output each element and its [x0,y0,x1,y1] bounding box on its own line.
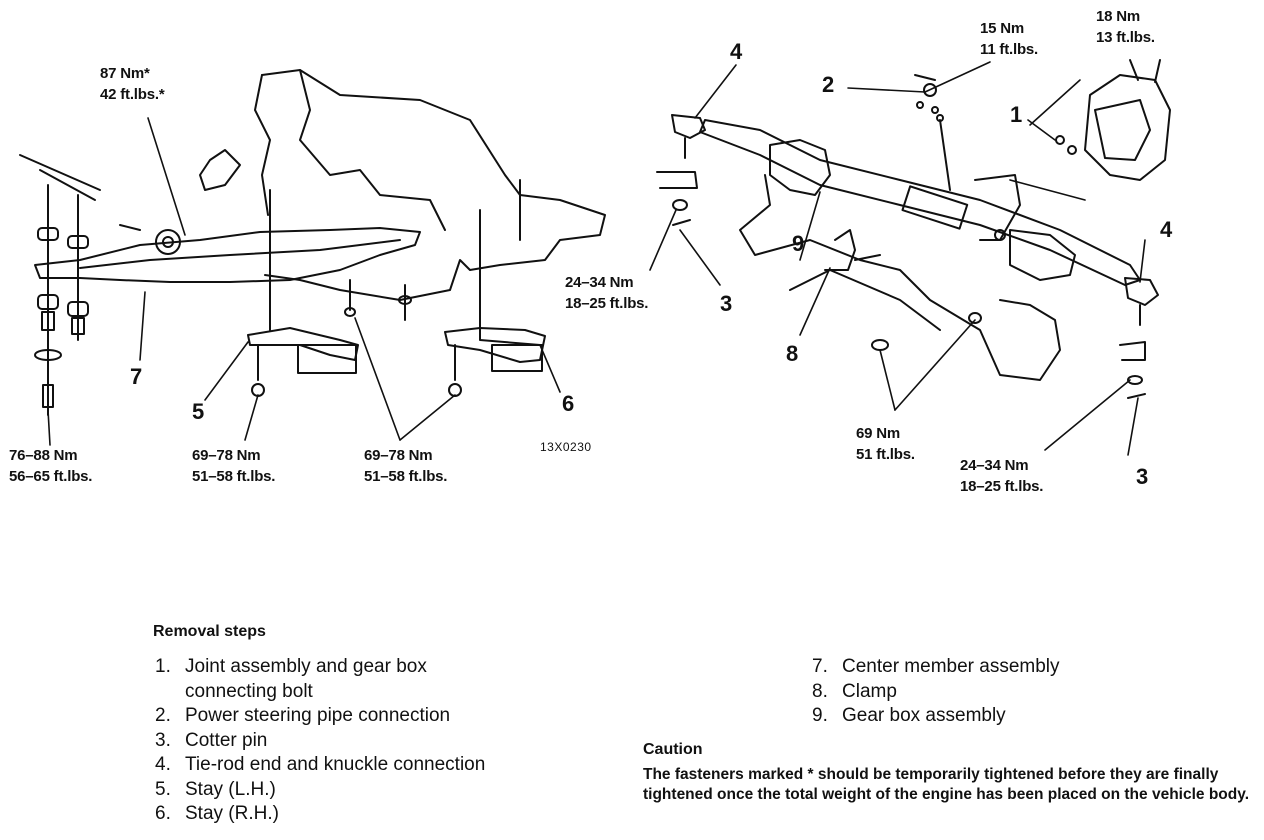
step-item: 5. Stay (L.H.) [155,778,485,803]
clamp [824,229,982,351]
step-text: Power steering pipe connection [185,705,451,726]
figure-code: 13X0230 [540,440,592,454]
torque-nm: 76–88 Nm [9,447,78,464]
center-member-assembly [34,224,421,283]
callout-6: 6 [562,391,575,416]
joint-assembly [1055,59,1171,181]
pipe-connection [914,74,951,191]
torque-nm: 15 Nm [980,20,1025,37]
callout-4-right: 4 [1160,217,1173,242]
step-text: Tie-rod end and knuckle connection [185,754,486,775]
step-text: Joint assembly and gear box connecting b… [185,655,427,704]
step-number: 5. [155,778,171,800]
step-text: Stay (L.H.) [185,778,276,800]
torque-ftlbs: 42 ft.lbs.* [100,86,165,103]
torque-ftlbs: 11 ft.lbs. [980,41,1039,58]
step-item: 3. Cotter pin [155,729,485,754]
callout-1: 1 [1010,102,1023,127]
step-text-line: connecting bolt [185,680,313,702]
torque-nm: 69 Nm [856,425,901,442]
step-number: 3. [155,729,171,751]
exploded-view-drawing [19,59,1171,456]
step-number: 8. [812,680,828,702]
step-text: Cotter pin [185,729,268,751]
torque-nm: 69–78 Nm [192,447,261,464]
tie-rod-end-right [1119,277,1159,399]
stay-left [247,327,359,397]
step-item: 9. Gear box assembly [812,704,1060,729]
torque-ftlbs: 51 ft.lbs. [856,446,915,463]
step-item: 6. Stay (R.H.) [155,802,485,827]
torque-nm: 24–34 Nm [960,457,1029,474]
step-number: 9. [812,705,828,726]
callout-3-right: 3 [1136,464,1149,489]
step-item: 7. Center member assembly [812,655,1060,680]
step-item: 8. Clamp [812,680,1060,705]
callout-8: 8 [786,341,799,366]
torque-label-69nm-clamp: 69 Nm 51 ft.lbs. [856,423,915,465]
gear-box-assembly [699,119,1141,286]
stay-right [444,327,546,397]
step-number: 4. [155,754,171,775]
torque-label-69nm-stay-left: 69–78 Nm 51–58 ft.lbs. [192,445,275,487]
vehicle-body-outline [199,69,606,346]
torque-label-87nm: 87 Nm* 42 ft.lbs.* [100,63,165,105]
step-item: 2. Power steering pipe connection [155,704,485,729]
leader-lines-left [47,117,561,446]
torque-ftlbs: 13 ft.lbs. [1096,29,1155,46]
callout-7: 7 [130,364,143,389]
torque-nm: 24–34 Nm [565,274,634,291]
removal-steps-title: Removal steps [153,623,266,640]
torque-ftlbs: 51–58 ft.lbs. [364,468,448,485]
torque-ftlbs: 18–25 ft.lbs. [565,295,649,312]
torque-label-24nm-left: 24–34 Nm 18–25 ft.lbs. [565,272,648,314]
torque-nm: 18 Nm [1096,8,1141,25]
torque-label-24nm-right: 24–34 Nm 18–25 ft.lbs. [960,455,1043,497]
callout-4-left: 4 [730,39,743,64]
torque-ftlbs: 18–25 ft.lbs. [960,478,1044,495]
callout-2: 2 [822,72,835,97]
step-text: Center member assembly [842,656,1060,677]
torque-nm: 69–78 Nm [364,447,433,464]
removal-steps-list-left: 1. Joint assembly and gear box connectin… [155,655,485,827]
step-item: 4. Tie-rod end and knuckle connection [155,753,485,778]
torque-label-15nm: 15 Nm 11 ft.lbs. [980,18,1038,60]
caution-title: Caution [643,741,703,758]
torque-label-18nm: 18 Nm 13 ft.lbs. [1096,6,1155,48]
torque-ftlbs: 51–58 ft.lbs. [192,468,276,485]
torque-label-69nm-bolts: 69–78 Nm 51–58 ft.lbs. [364,445,447,487]
bushing-stack [19,154,101,416]
leader-lines-right [649,61,1146,456]
caution-text: The fasteners marked * should be tempora… [643,766,1250,803]
callout-5: 5 [192,399,205,424]
step-number: 1. [155,656,171,677]
step-text: Gear box assembly [842,705,1006,726]
torque-ftlbs: 56–65 ft.lbs. [9,468,93,485]
callout-3-left: 3 [720,291,733,316]
step-number: 7. [812,656,828,677]
torque-nm: 87 Nm* [100,65,150,82]
step-text: Stay (R.H.) [185,803,279,824]
step-item: 1. Joint assembly and gear box connectin… [155,655,485,704]
step-text-line: Joint assembly and gear box [185,656,427,677]
bolts-left [344,279,412,321]
torque-label-76nm: 76–88 Nm 56–65 ft.lbs. [9,445,92,487]
step-number: 6. [155,803,171,824]
step-text: Clamp [842,680,897,702]
right-body-outline [739,174,1061,381]
step-number: 2. [155,705,171,726]
callout-9: 9 [792,231,805,256]
removal-steps-list-right: 7. Center member assembly 8. Clamp 9. Ge… [812,655,1060,729]
tie-rod-end-left [656,114,706,226]
